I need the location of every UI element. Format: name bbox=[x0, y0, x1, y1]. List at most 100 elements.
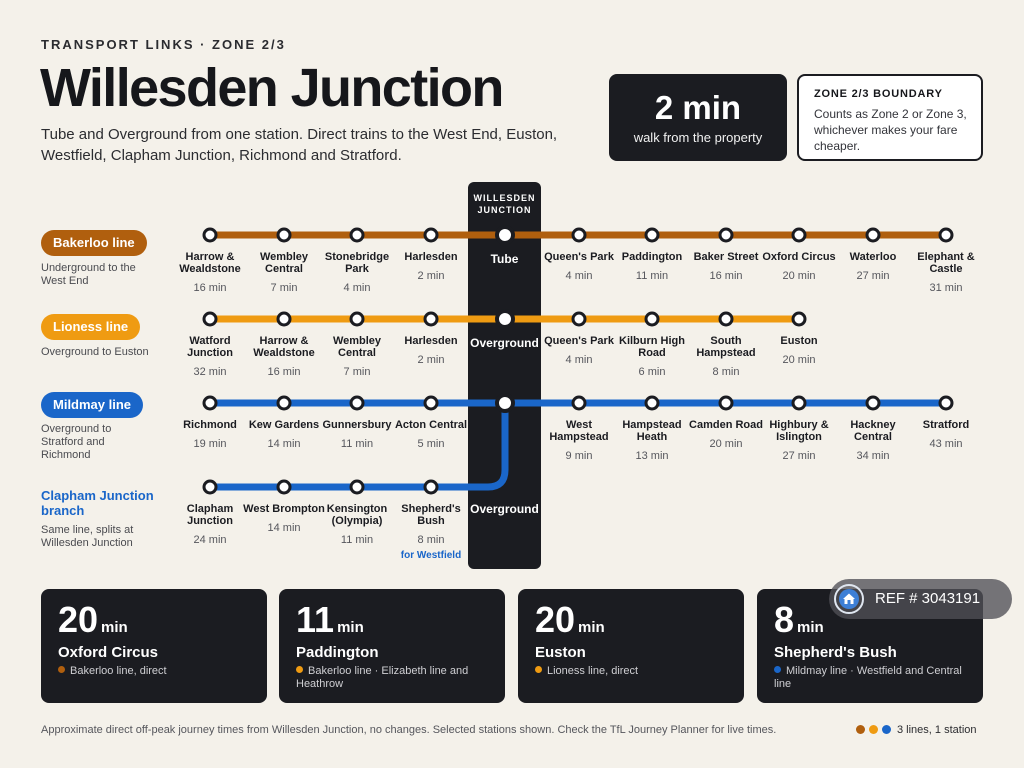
station-marker bbox=[202, 227, 218, 243]
route-line-branch bbox=[206, 399, 509, 491]
legend-text: 3 lines, 1 station bbox=[897, 724, 977, 736]
station-time: 20 min bbox=[782, 354, 816, 366]
station-name: Stratford bbox=[922, 419, 970, 431]
station-time: 20 min bbox=[782, 270, 816, 282]
station-time: 4 min bbox=[565, 354, 593, 366]
station-name: Acton Central bbox=[394, 419, 468, 431]
line-pill-bakerloo: Bakerloo line bbox=[41, 230, 147, 256]
station-marker bbox=[276, 227, 292, 243]
station-marker bbox=[423, 227, 439, 243]
zone-boundary-title: ZONE 2/3 BOUNDARY bbox=[814, 88, 943, 100]
station-marker bbox=[644, 227, 660, 243]
hub-station-bar: WILLESDEN JUNCTION bbox=[468, 182, 541, 569]
page-subtitle: Tube and Overground from one station. Di… bbox=[41, 126, 558, 164]
card-destination: Shepherd's Bush bbox=[774, 644, 897, 661]
station-name: Harrow & Wealdstone bbox=[253, 335, 315, 359]
card-destination: Oxford Circus bbox=[58, 644, 159, 661]
station-name: Waterloo bbox=[849, 251, 897, 263]
page-kicker: TRANSPORT LINKS · ZONE 2/3 bbox=[41, 37, 286, 52]
hub-station-marker bbox=[495, 309, 515, 329]
legend-dot-mildmay bbox=[882, 725, 891, 734]
station-label: Richmond 19 min bbox=[167, 419, 253, 450]
station-marker bbox=[644, 311, 660, 327]
station-time: 24 min bbox=[193, 534, 227, 546]
card-line-info: Lioness line, direct bbox=[535, 665, 730, 678]
home-icon bbox=[834, 584, 864, 614]
station-marker bbox=[938, 395, 954, 411]
hub-label-overground: Overground bbox=[470, 336, 539, 350]
station-label: Kensington (Olympia)11 min bbox=[314, 503, 400, 546]
station-time: 16 min bbox=[709, 270, 743, 282]
station-name: Hackney Central bbox=[850, 419, 896, 443]
station-name: Richmond bbox=[183, 419, 237, 431]
station-marker bbox=[571, 311, 587, 327]
station-marker bbox=[276, 479, 292, 495]
station-name: Harlesden bbox=[404, 251, 458, 263]
station-time: 14 min bbox=[267, 438, 301, 450]
station-marker bbox=[349, 311, 365, 327]
legend-dot-bakerloo bbox=[856, 725, 865, 734]
station-marker bbox=[718, 395, 734, 411]
station-marker bbox=[791, 395, 807, 411]
station-name: West Brompton bbox=[243, 503, 325, 515]
station-time: 34 min bbox=[856, 450, 890, 462]
station-time: 19 min bbox=[193, 438, 227, 450]
station-marker bbox=[423, 311, 439, 327]
station-time: 27 min bbox=[782, 450, 816, 462]
station-name: Oxford Circus bbox=[762, 251, 836, 263]
line-sub-mildmay: Overground to Stratford and Richmond bbox=[41, 423, 112, 461]
card-line-info: Bakerloo line, direct bbox=[58, 665, 253, 678]
station-name: Gunnersbury bbox=[322, 419, 392, 431]
station-label: Baker Street 16 min bbox=[683, 251, 769, 282]
hub-label-branch-overground: Overground bbox=[470, 502, 539, 516]
line-sub-bakerloo: Underground to the West End bbox=[41, 262, 136, 287]
station-name: Baker Street bbox=[693, 251, 759, 263]
station-name: Harrow & Wealdstone bbox=[179, 251, 241, 275]
station-label: Hackney Central 34 min bbox=[830, 419, 916, 462]
station-marker bbox=[202, 311, 218, 327]
station-time: 4 min bbox=[343, 282, 371, 294]
reference-badge: REF # 3043191 bbox=[829, 579, 1012, 619]
card-line-info: Bakerloo line · Elizabeth line and Heath… bbox=[296, 665, 469, 690]
station-name: Paddington bbox=[621, 251, 683, 263]
station-markers bbox=[202, 225, 954, 495]
station-name: Camden Road bbox=[689, 419, 763, 431]
walk-time-box: 2 min walk from the property bbox=[609, 74, 787, 161]
station-time: 5 min bbox=[417, 438, 445, 450]
station-name: Elephant & Castle bbox=[917, 251, 975, 275]
station-name: Wembley Central bbox=[332, 335, 382, 359]
station-marker bbox=[865, 227, 881, 243]
station-time: 4 min bbox=[565, 270, 593, 282]
station-name: Stonebridge Park bbox=[324, 251, 390, 275]
hub-label-tube: Tube bbox=[490, 252, 519, 266]
line-dot-icon bbox=[296, 666, 303, 673]
station-time: 11 min bbox=[635, 270, 669, 282]
station-time: 20 min bbox=[709, 438, 743, 450]
hub-station-name: WILLESDEN JUNCTION bbox=[473, 193, 536, 215]
line-pill-mildmay: Mildmay line bbox=[41, 392, 144, 418]
line-dot-icon bbox=[58, 666, 65, 673]
station-name: Wembley Central bbox=[259, 251, 309, 275]
station-time: 13 min bbox=[635, 450, 669, 462]
station-name: Shepherd's Bush bbox=[401, 503, 461, 527]
